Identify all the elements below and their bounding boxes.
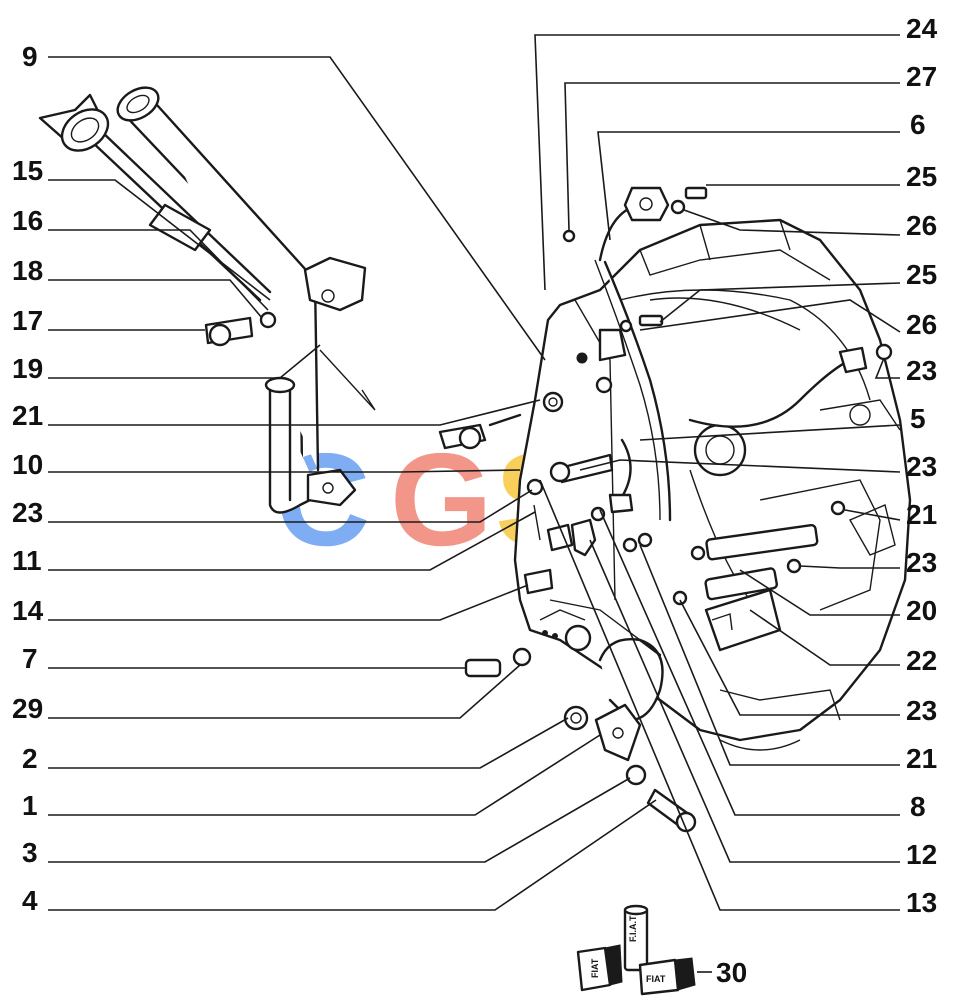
callout-23-d: 23	[906, 695, 937, 726]
callout-27: 27	[906, 61, 937, 92]
callout-16: 16	[12, 205, 43, 236]
callout-7: 7	[22, 643, 38, 674]
callout-22: 22	[906, 645, 937, 676]
callout-17: 17	[12, 305, 43, 336]
gearbox-housing	[513, 218, 912, 751]
callout-25-b: 25	[906, 259, 937, 290]
callout-23-left: 23	[12, 497, 43, 528]
kit-box-label-left: FIAT	[590, 958, 600, 978]
callout-24: 24	[906, 13, 938, 44]
callout-8: 8	[910, 791, 926, 822]
callout-26-b: 26	[906, 309, 937, 340]
callout-19: 19	[12, 353, 43, 384]
callout-30: 30	[716, 957, 747, 988]
left-callouts: 9 15 16 18 17 19 21 10 23 11 14 7 29 2 1…	[12, 41, 44, 916]
callout-21-a: 21	[906, 499, 937, 530]
dipstick-tube-assembly	[38, 86, 522, 514]
leader-lines	[48, 34, 901, 911]
bottom-bracket-group	[464, 638, 697, 833]
callout-26-a: 26	[906, 210, 937, 241]
callout-23-c: 23	[906, 547, 937, 578]
callout-25-a: 25	[906, 161, 937, 192]
callout-21-left: 21	[12, 400, 43, 431]
oil-pipe-upper	[594, 186, 893, 522]
callout-15: 15	[12, 155, 43, 186]
callout-5: 5	[910, 403, 926, 434]
callout-9: 9	[22, 41, 38, 72]
callout-12: 12	[906, 839, 937, 870]
callout-1: 1	[22, 790, 38, 821]
kit-box-label-right: FIAT	[646, 974, 666, 984]
kit-item-30: F.I.A.T FIAT FIAT 30	[576, 904, 747, 996]
watermark-letter-2: G	[390, 426, 493, 573]
callout-20: 20	[906, 595, 937, 626]
hardware-right	[523, 186, 846, 652]
callout-14: 14	[12, 595, 44, 626]
callout-3: 3	[22, 837, 38, 868]
callout-18: 18	[12, 255, 43, 286]
callout-29: 29	[12, 693, 43, 724]
callout-2: 2	[22, 743, 38, 774]
callout-21-b: 21	[906, 743, 937, 774]
callout-4: 4	[22, 885, 38, 916]
callout-6: 6	[910, 109, 926, 140]
callout-11: 11	[12, 545, 42, 576]
callout-13: 13	[906, 887, 937, 918]
callout-23-a: 23	[906, 355, 937, 386]
right-callouts: 24 27 6 25 26 25 26 23 5 23 21 23 20 22 …	[906, 13, 938, 918]
callout-10: 10	[12, 449, 43, 480]
kit-tube-label: F.I.A.T	[628, 915, 638, 942]
callout-23-b: 23	[906, 451, 937, 482]
